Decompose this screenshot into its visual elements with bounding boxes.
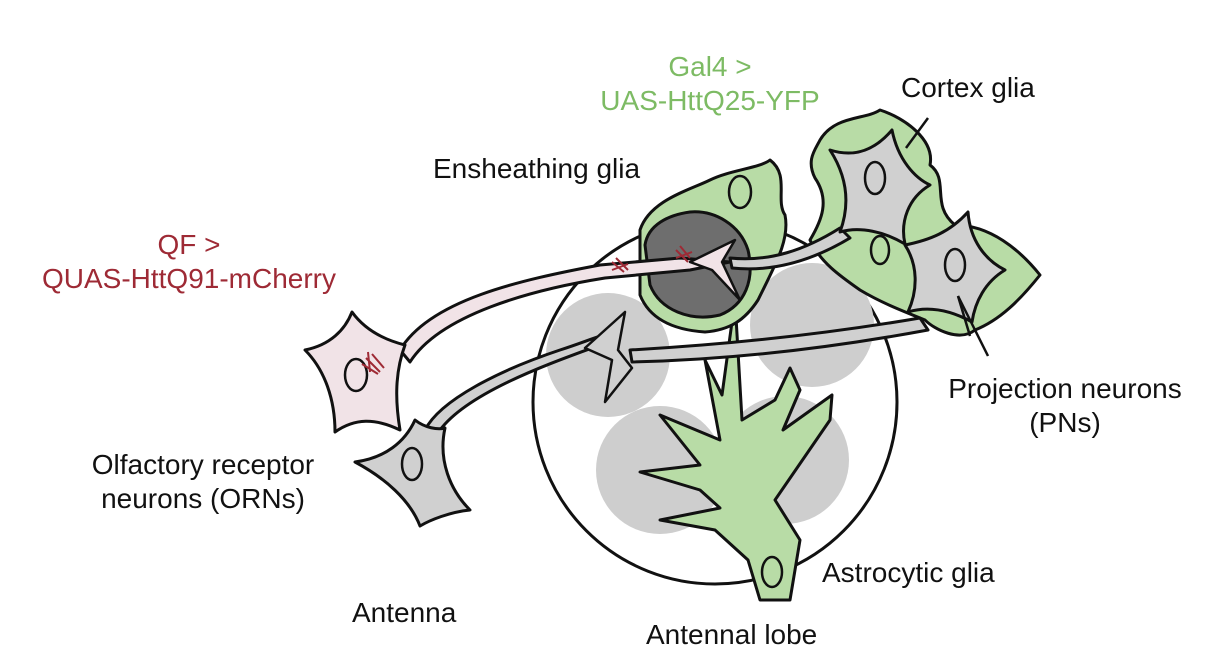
glomerulus-right — [750, 263, 874, 387]
orn-label-line1: Olfactory receptor — [91, 449, 315, 480]
pn-lower-axon — [628, 316, 930, 364]
orn-gray-terminal — [583, 310, 634, 404]
antenna-label: Antenna — [352, 597, 457, 628]
pn-soma-upper — [828, 128, 932, 246]
orn-pink-nucleus — [343, 357, 369, 393]
orn-gray-nucleus — [400, 446, 424, 482]
orn-gray-soma — [353, 418, 472, 528]
cortex-glia-nucleus — [869, 234, 891, 266]
leader-lines — [904, 117, 990, 357]
ensheathing-glia-label: Ensheathing glia — [433, 153, 641, 184]
pn-nucleus-upper — [863, 160, 887, 196]
cortex-glia-label: Cortex glia — [901, 72, 1035, 103]
ensheathing-glia-nucleus — [727, 174, 753, 210]
astrocytic-glia-label: Astrocytic glia — [822, 557, 995, 588]
projection-neurons-label-line2: (PNs) — [1029, 407, 1101, 438]
gal4-label-line2: UAS-HttQ25-YFP — [600, 85, 820, 116]
astrocytic-glia-cell — [638, 298, 834, 602]
orn-label-line2: neurons (ORNs) — [101, 483, 305, 514]
qf-label-line2: QUAS-HttQ91-mCherry — [41, 263, 337, 294]
qf-label: QF > QUAS-HttQ91-mCherry — [15, 228, 363, 296]
cortex-glia-leader — [904, 117, 930, 149]
gal4-label-line1: Gal4 > — [668, 51, 752, 82]
projection-neurons-label-line1: Projection neurons — [948, 373, 1182, 404]
pn-leader-2 — [956, 295, 990, 357]
orn-pink-soma — [303, 310, 407, 434]
mcherry-aggregates — [361, 245, 693, 375]
projection-neurons-label: Projection neurons (PNs) — [930, 372, 1200, 440]
pn-soma-lower — [903, 210, 1007, 324]
antennal-lobe-label: Antennal lobe — [646, 619, 818, 650]
gal4-label: Gal4 > UAS-HttQ25-YFP — [575, 50, 845, 118]
pn-nucleus-lower — [943, 247, 967, 283]
qf-label-line1: QF > — [157, 229, 221, 260]
orn-pink-terminal — [688, 238, 742, 302]
astrocytic-glia-nucleus — [760, 555, 784, 589]
pn-upper-axon — [728, 226, 852, 271]
orn-label: Olfactory receptor neurons (ORNs) — [70, 448, 336, 516]
